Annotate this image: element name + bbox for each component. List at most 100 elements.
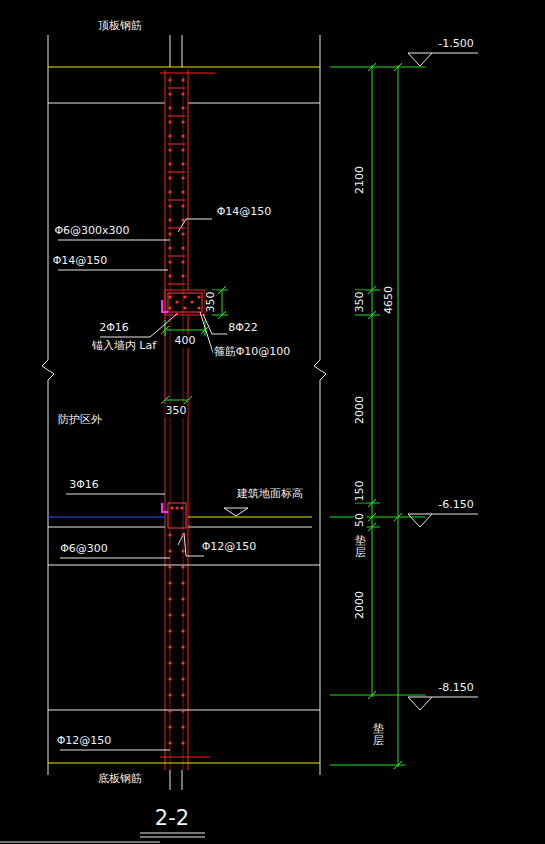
- beam-stirrup: [168, 293, 202, 312]
- annotation-text: Φ14@150: [216, 206, 273, 219]
- annotation-text: 防护区外: [57, 414, 103, 427]
- annotation-text: 350: [165, 405, 188, 418]
- section-title: 2-2: [153, 806, 191, 830]
- rebar-dot: [168, 274, 171, 277]
- boundary-line: [42, 35, 54, 775]
- dimension-text: 350: [205, 291, 218, 314]
- rebar-dot: [168, 295, 171, 298]
- rebar-dot: [181, 661, 184, 664]
- rebar-dot: [168, 693, 171, 696]
- rebar-dot: [181, 218, 184, 221]
- rebar-dot: [168, 120, 171, 123]
- rebar-dot: [170, 506, 173, 509]
- annotation-text: 8Φ22: [227, 322, 259, 335]
- rebar-dot: [168, 162, 171, 165]
- layer-note: 垫层: [372, 723, 385, 747]
- tie-bar: [168, 116, 185, 117]
- annotation-text: Φ14@150: [52, 255, 109, 268]
- tie-bar: [168, 228, 185, 229]
- rebar-dot: [168, 134, 171, 137]
- rebar-line: [170, 770, 182, 790]
- rebar-dot: [181, 232, 184, 235]
- rebar-dot: [168, 176, 171, 179]
- beam-outline: [165, 290, 205, 315]
- title-underline: [140, 833, 205, 837]
- rebar-dot: [168, 741, 171, 744]
- rebar-dot: [181, 274, 184, 277]
- rebar-dot: [175, 506, 178, 509]
- annotation-text: -1.500: [437, 38, 474, 51]
- rebar-dot: [181, 190, 184, 193]
- rebar-dot: [181, 260, 184, 263]
- rebar-dot: [183, 295, 186, 298]
- rebar-dot: [168, 306, 171, 309]
- dimension-text: 150: [354, 480, 367, 503]
- annotation-text: 2Φ16: [98, 322, 130, 335]
- rebar-dot: [181, 613, 184, 616]
- rebar-dot: [168, 613, 171, 616]
- rebar-dot: [190, 300, 193, 303]
- rebar-dot: [181, 565, 184, 568]
- hook: [162, 300, 168, 312]
- rebar-dot: [181, 148, 184, 151]
- dimension-text: 2000: [354, 590, 367, 620]
- rebar-dot: [197, 295, 200, 298]
- rebar-dot: [175, 300, 178, 303]
- annotation-text: Φ12@150: [56, 735, 113, 748]
- leader-line: [0, 219, 248, 842]
- floor-line: [188, 517, 312, 518]
- rebar-dot: [168, 533, 171, 536]
- rebar-dot: [168, 549, 171, 552]
- rebar-dot: [168, 92, 171, 95]
- tie-bar: [168, 172, 185, 173]
- rebar-dot: [181, 597, 184, 600]
- rebar-dot: [181, 106, 184, 109]
- dimension-text: 4650: [383, 285, 396, 315]
- tie-bar: [168, 256, 185, 257]
- floor-line: [48, 527, 312, 528]
- rebar-dot: [168, 204, 171, 207]
- rebar-dot: [181, 645, 184, 648]
- rebar-dot: [181, 533, 184, 536]
- annotation-text: 建筑地面标高: [236, 488, 304, 501]
- rebar-dot: [168, 565, 171, 568]
- rebar-dot: [168, 232, 171, 235]
- annotation-text: 底板钢筋: [97, 773, 143, 786]
- rebar-dot: [181, 709, 184, 712]
- rebar-dot: [197, 306, 200, 309]
- floor-line: [48, 517, 165, 518]
- annotation-text: -6.150: [437, 499, 474, 512]
- rebar-dot: [168, 661, 171, 664]
- cushion-line: [48, 565, 320, 566]
- slab-line: [48, 67, 320, 68]
- wall-outline: [165, 70, 188, 770]
- tie-bar: [168, 144, 185, 145]
- rebar-dot: [181, 92, 184, 95]
- elevation-mark: [408, 53, 478, 710]
- rebar-dot: [181, 120, 184, 123]
- rebar-dot: [181, 134, 184, 137]
- rebar-dot: [181, 549, 184, 552]
- dimension-lines: [161, 63, 425, 769]
- rebar-dot: [181, 693, 184, 696]
- rebar-dot: [168, 78, 171, 81]
- rebar-dot: [181, 204, 184, 207]
- annotation-text: Φ12@150: [201, 541, 258, 554]
- rebar-dot: [181, 629, 184, 632]
- annotation-text: 锚入墙内 Laf: [91, 340, 157, 353]
- dimension-text: 350: [354, 291, 367, 314]
- rebar-line: [170, 35, 182, 67]
- rebar-dot: [168, 597, 171, 600]
- annotation-text: -8.150: [437, 682, 474, 695]
- rebar-dot: [168, 725, 171, 728]
- annotation-text: 400: [174, 335, 197, 348]
- rebar-dot: [168, 709, 171, 712]
- rebar-dot: [168, 148, 171, 151]
- hook: [162, 503, 168, 512]
- tie-bar: [168, 284, 185, 285]
- slab-line: [48, 103, 320, 104]
- rebar-dot: [181, 741, 184, 744]
- rebar-dot: [181, 176, 184, 179]
- wall-rebar: [170, 75, 183, 770]
- annotation-text: 箍筋Φ10@100: [213, 346, 292, 359]
